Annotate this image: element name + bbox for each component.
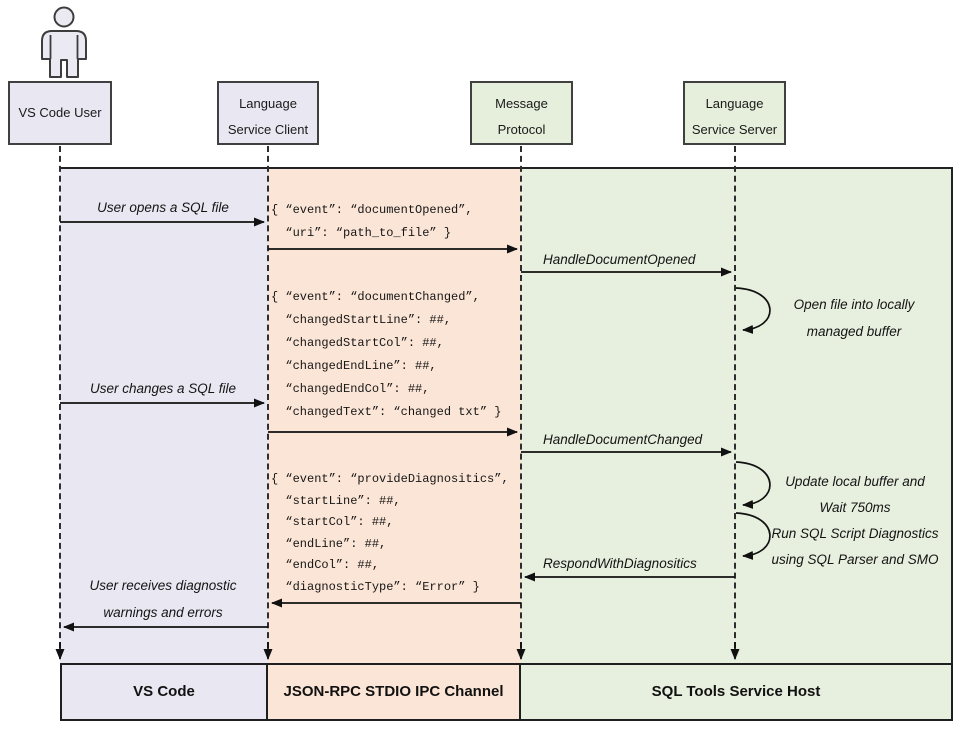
json-line: “changedText”: “changed txt” } [271,405,502,419]
band-service-host [521,167,953,663]
actor-box-vscode-user: VS Code User [8,81,112,145]
band-vscode-user [60,167,268,663]
lifeline-protocol [520,146,522,658]
person-body-icon [41,30,87,78]
person-head-icon [53,6,75,28]
person-arms-icon [49,35,79,59]
note-line: using SQL Parser and SMO [771,552,939,567]
note-line: Wait 750ms [819,500,891,515]
json-line: “changedStartCol”: ##, [271,336,444,350]
footer-label: JSON-RPC STDIO IPC Channel [283,683,504,700]
label-user-changes-file: User changes a SQL file [89,381,237,396]
json-document-changed: { “event”: “documentChanged”, “changedSt… [271,286,521,424]
json-line: “uri”: “path_to_file” } [271,226,452,240]
footer-label: SQL Tools Service Host [651,683,821,700]
user-actor-icon [41,6,87,78]
actor-label: Service Server [691,122,778,137]
json-line: “startCol”: ##, [271,515,394,530]
label-handle-document-opened: HandleDocumentOpened [543,252,696,267]
actor-label: Message [495,96,548,111]
actor-label: Language [239,96,297,111]
json-line: { “event”: “documentChanged”, [271,290,480,304]
note-open-buffer: Open file into locally managed buffer [758,291,950,345]
label-line: User receives diagnostic [89,578,237,593]
actor-label: Language [705,96,764,111]
footer-vscode: VS Code [60,663,268,721]
json-line: “changedEndCol”: ##, [271,382,430,396]
actor-label: Service Client [227,122,309,137]
lifeline-client [267,146,269,658]
label-respond-with-diagnostics: RespondWithDiagnositics [543,556,697,571]
json-line: “changedEndLine”: ##, [271,359,437,373]
note-line: Open file into locally [793,297,915,312]
json-document-opened: { “event”: “documentOpened”, “uri”: “pat… [271,199,521,245]
json-line: “startLine”: ##, [271,493,401,508]
note-run-diagnostics: Run SQL Script Diagnostics using SQL Par… [756,521,954,573]
footer-sql-tools-service-host: SQL Tools Service Host [521,663,953,721]
json-line: “diagnosticType”: “Error” } [271,579,480,594]
json-line: { “event”: “documentOpened”, [271,203,473,217]
actor-box-language-service-server: Language Service Server [683,81,786,145]
actor-box-message-protocol: Message Protocol [470,81,573,145]
note-update-buffer: Update local buffer and Wait 750ms [756,469,954,521]
json-line: “endCol”: ##, [271,558,380,573]
footer-jsonrpc-channel: JSON-RPC STDIO IPC Channel [268,663,521,721]
actor-label: VS Code User [18,105,102,120]
lifeline-server [734,146,736,658]
note-line: Update local buffer and [785,474,925,489]
json-line: “changedStartLine”: ##, [271,313,452,327]
actor-label: Protocol [497,122,546,137]
label-handle-document-changed: HandleDocumentChanged [543,432,703,447]
json-provide-diagnostics: { “event”: “provideDiagnositics”, “start… [271,469,521,599]
json-line: “endLine”: ##, [271,536,387,551]
note-line: Run SQL Script Diagnostics [771,526,939,541]
label-line: warnings and errors [103,605,223,620]
lifeline-user [59,146,61,658]
label-user-opens-file: User opens a SQL file [97,200,229,215]
actor-box-language-service-client: Language Service Client [217,81,319,145]
json-line: { “event”: “provideDiagnositics”, [271,472,509,486]
note-line: managed buffer [806,324,902,339]
label-user-receives-diagnostics: User receives diagnostic warnings and er… [62,572,264,626]
footer-label: VS Code [133,683,195,700]
